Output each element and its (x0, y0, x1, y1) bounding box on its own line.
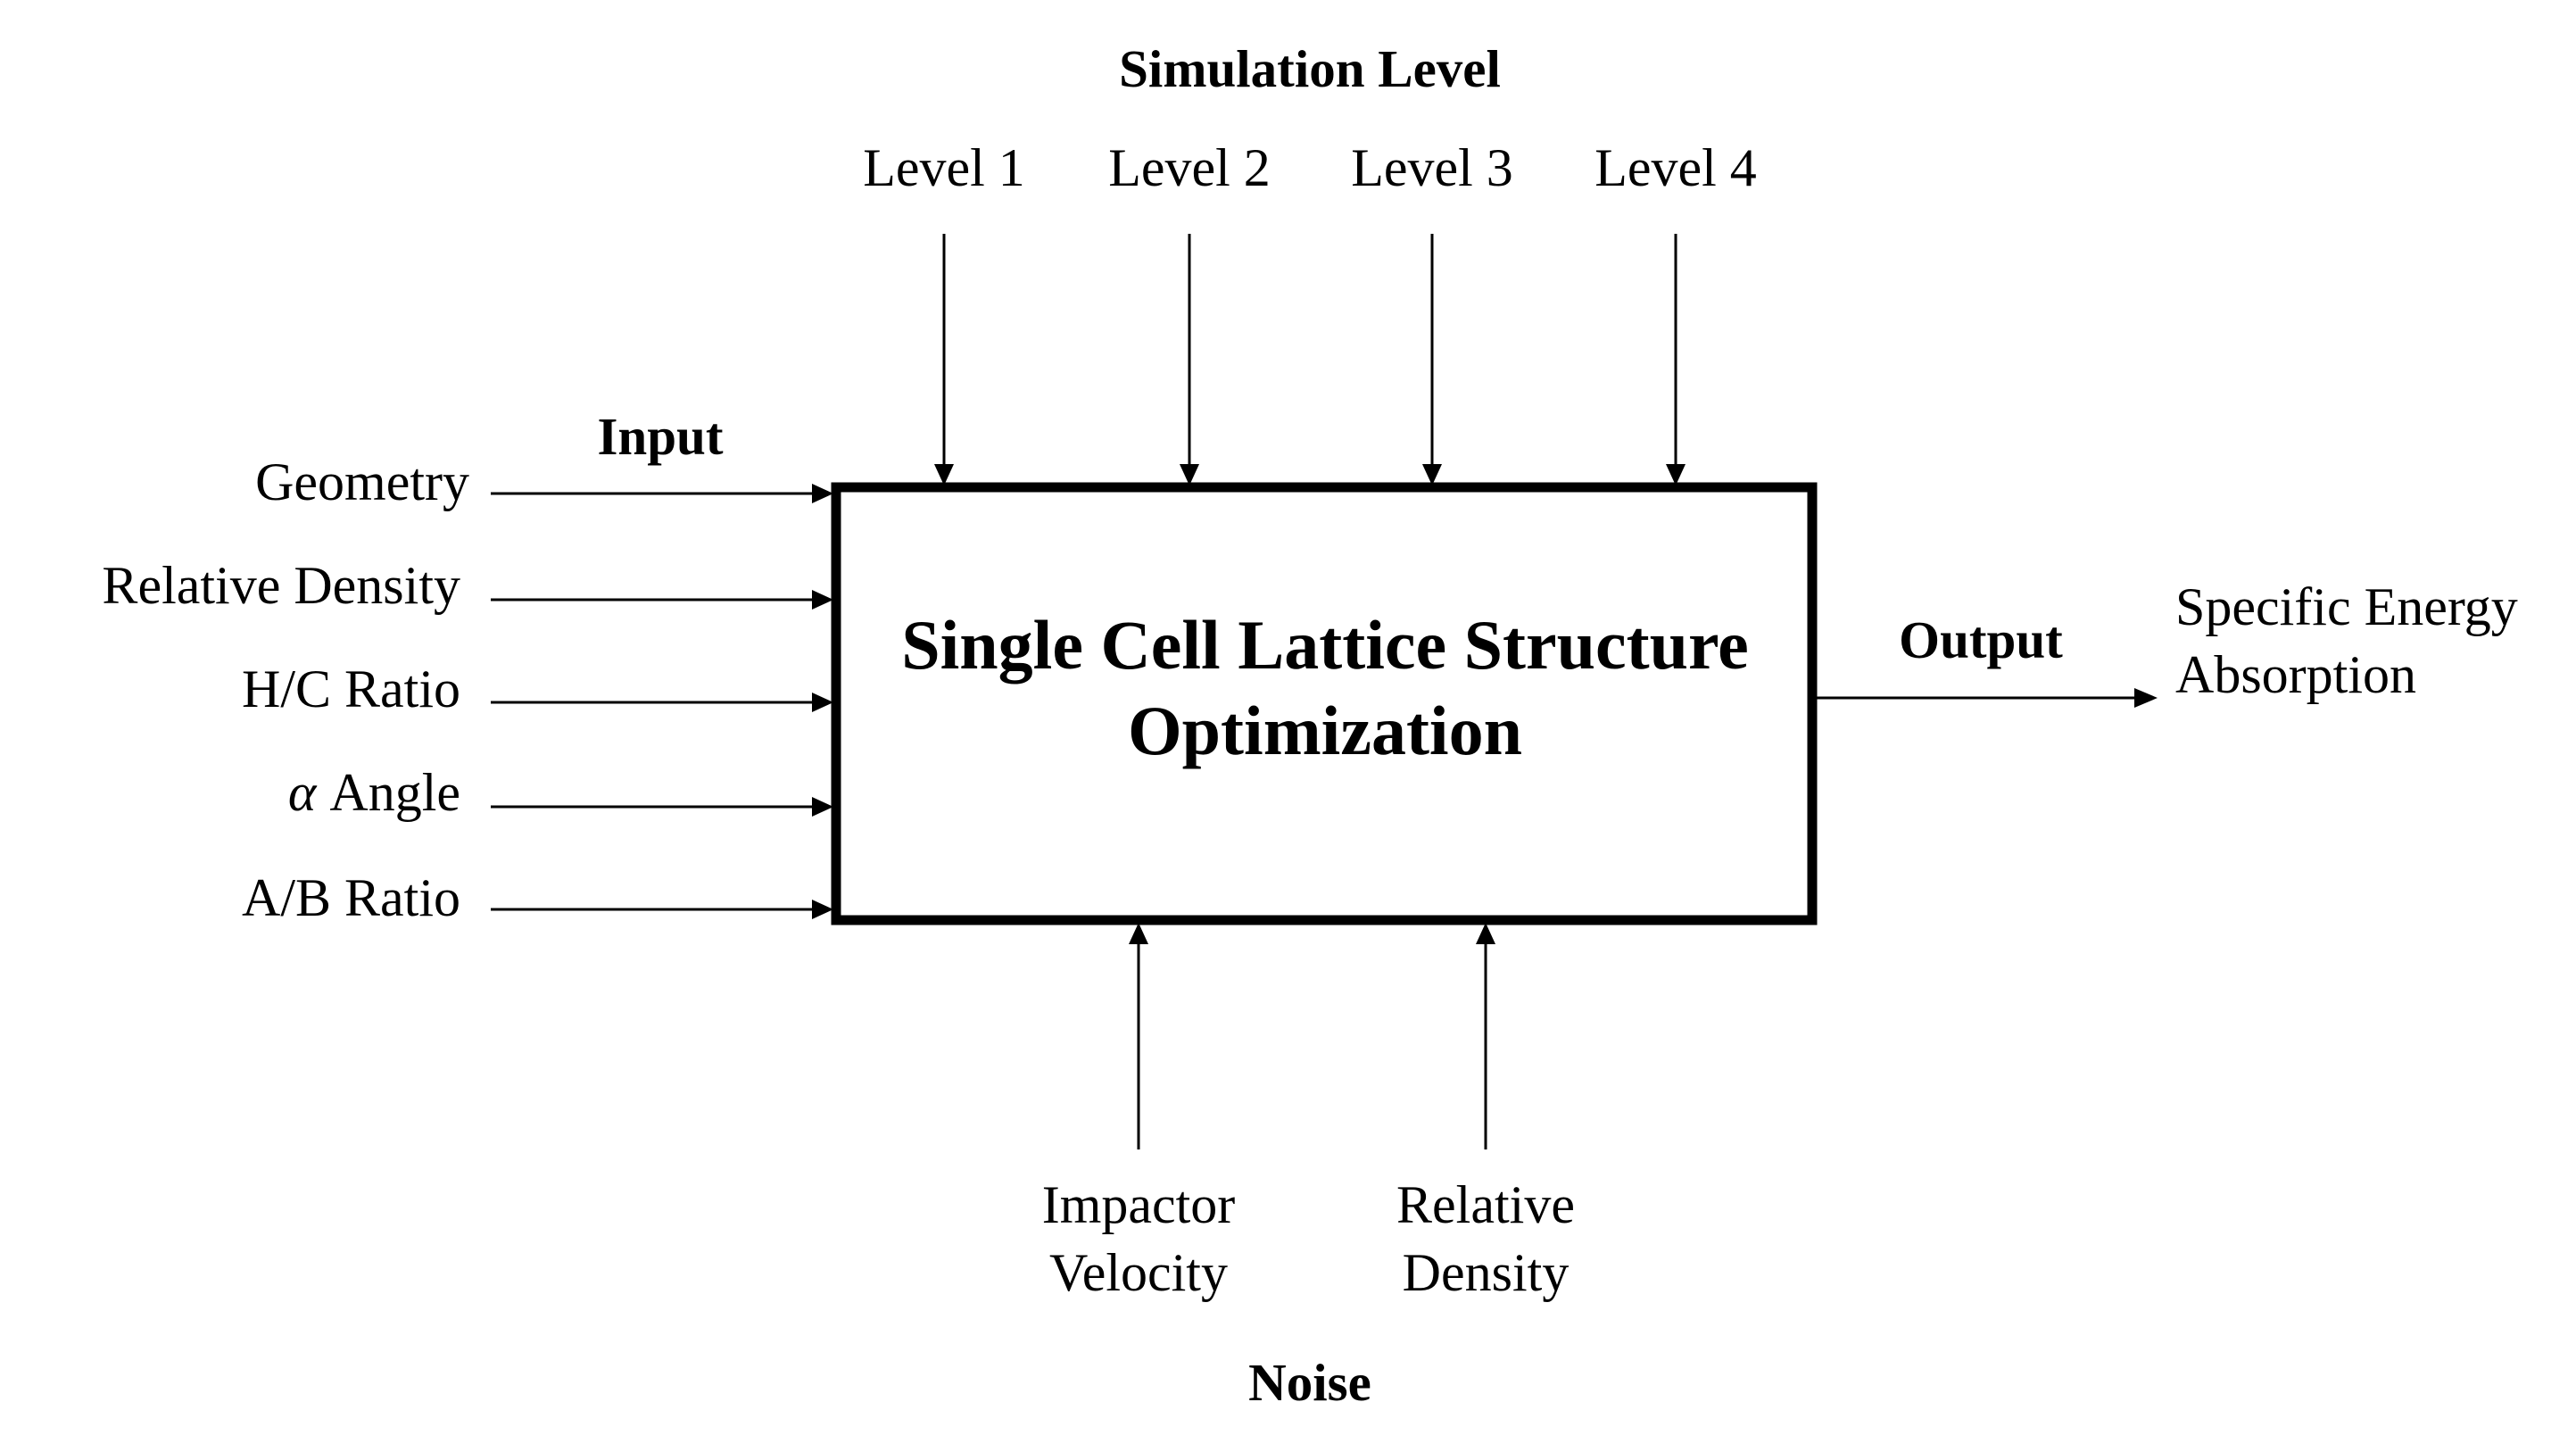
input-item-alpha-angle: α Angle (54, 766, 460, 819)
control-item-level-2: Level 2 (1108, 138, 1271, 197)
output-arrow (1817, 688, 2158, 708)
control-item-level-3: Level 3 (1351, 138, 1513, 197)
process-title: Single Cell Lattice Structure Optimizati… (834, 602, 1816, 774)
alpha-symbol: α (287, 763, 317, 822)
input-item-angle-label: Angle (329, 763, 460, 822)
noise-item-impactor-velocity: Impactor Velocity (960, 1171, 1317, 1307)
output-item: Specific Energy Absorption (2175, 573, 2518, 709)
noise-item-1-line2: Velocity (1049, 1243, 1228, 1303)
output-heading: Output (1899, 610, 2063, 669)
input-item-geometry: Geometry (255, 452, 469, 511)
output-item-line2: Absorption (2175, 645, 2416, 705)
input-heading: Input (597, 407, 724, 466)
input-arrowhead-5 (812, 900, 833, 919)
control-arrowhead-3 (1422, 464, 1442, 485)
input-item-hc-ratio: H/C Ratio (241, 660, 460, 718)
control-item-level-1: Level 1 (863, 138, 1025, 197)
control-arrowhead-1 (934, 464, 954, 485)
input-arrowhead-3 (812, 693, 833, 712)
input-arrowhead-2 (812, 590, 833, 610)
noise-arrows (1129, 923, 1495, 1149)
input-item-ab-ratio: A/B Ratio (241, 868, 460, 927)
process-title-line1: Single Cell Lattice Structure (901, 606, 1749, 684)
process-box (831, 482, 1818, 925)
process-title-line2: Optimization (1128, 691, 1522, 769)
control-arrows (934, 234, 1686, 485)
control-arrowhead-4 (1666, 464, 1686, 485)
simulation-level-heading: Simulation Level (1119, 39, 1501, 98)
noise-arrowhead-2 (1476, 923, 1495, 944)
input-item-relative-density: Relative Density (102, 556, 460, 615)
noise-item-2-line1: Relative (1396, 1175, 1575, 1234)
noise-arrowhead-1 (1129, 923, 1148, 944)
input-arrows (491, 484, 833, 919)
control-item-level-4: Level 4 (1594, 138, 1757, 197)
input-arrowhead-4 (812, 797, 833, 817)
output-item-line1: Specific Energy (2175, 577, 2518, 636)
control-arrowhead-2 (1180, 464, 1199, 485)
noise-item-2-line2: Density (1402, 1243, 1570, 1303)
input-arrowhead-1 (812, 484, 833, 503)
noise-item-relative-density: Relative Density (1307, 1171, 1664, 1307)
noise-item-1-line1: Impactor (1041, 1175, 1236, 1234)
noise-heading: Noise (1248, 1353, 1371, 1412)
output-arrowhead (2134, 688, 2158, 708)
